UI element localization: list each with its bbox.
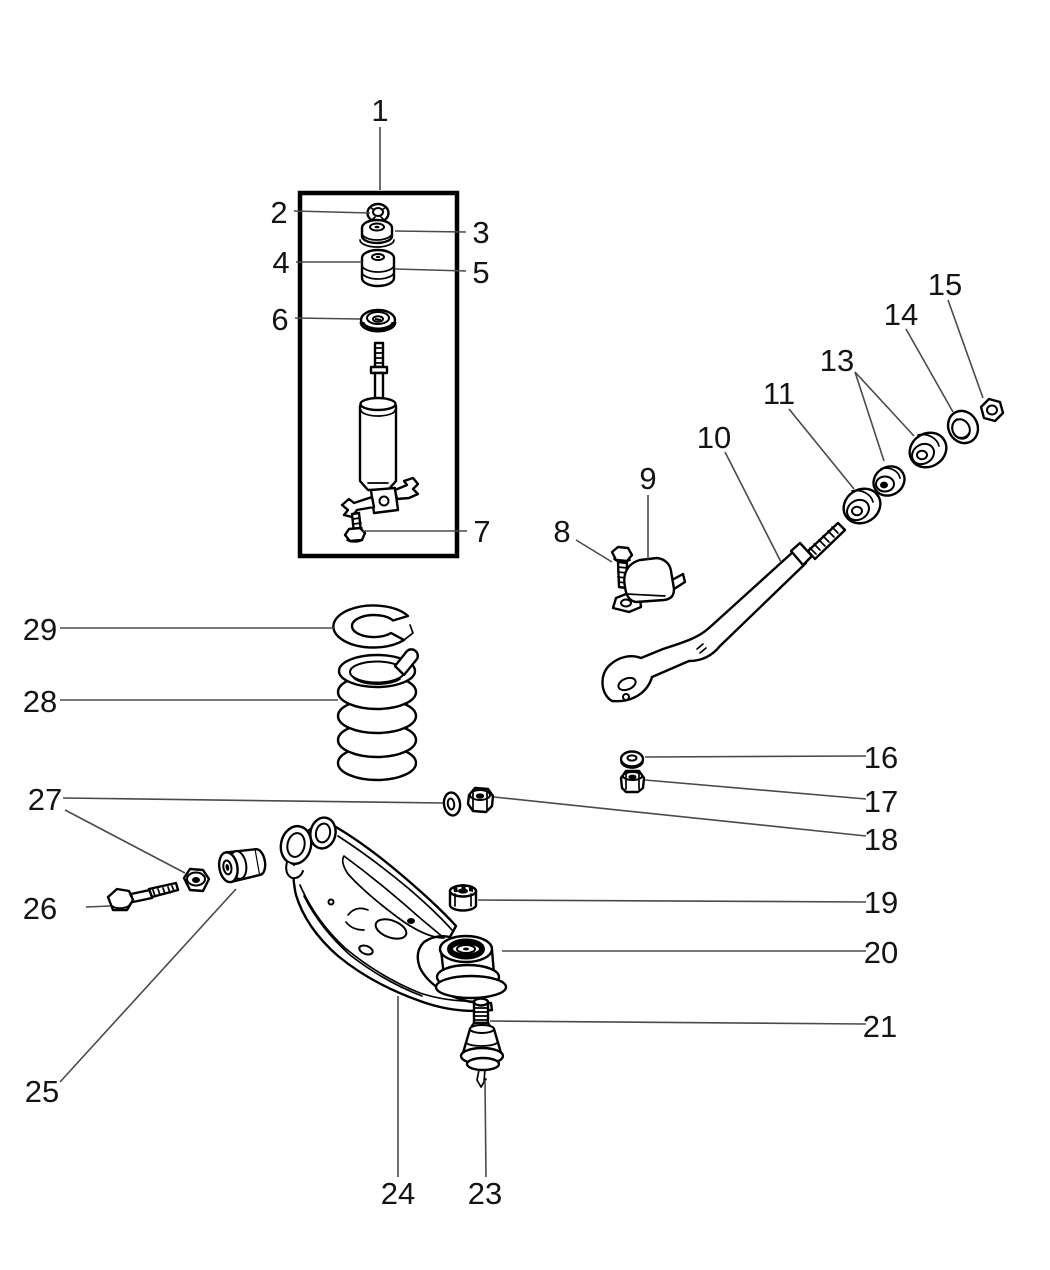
callout-label-4: 4 [272,245,289,280]
callout-label-3: 3 [472,215,489,250]
upper-bushing [360,248,396,288]
leader-line-19 [477,899,867,903]
callout-label-18: 18 [864,822,898,857]
callout-label-26: 26 [23,891,57,926]
callout-label-6: 6 [271,302,288,337]
strut-rod-bushing-front [842,487,882,525]
strut-rod-bracket [611,556,687,614]
leader-line-27-2 [64,809,186,874]
callout-label-19: 19 [864,885,898,920]
pivot-bolt [106,881,180,912]
callout-label-24: 24 [381,1176,415,1211]
leader-line-3 [394,230,467,233]
callout-label-2: 2 [270,195,287,230]
leader-line-27-1 [62,797,444,804]
leader-line-13-1 [854,371,885,462]
callout-label-5: 5 [472,255,489,290]
leader-line-23 [484,1079,487,1178]
ball-joint-nut [619,769,646,794]
leader-line-18 [493,796,867,837]
leader-line-10 [724,451,782,563]
ball-joint-washer [619,750,645,769]
callout-label-8: 8 [553,514,570,549]
strut-rod-nut [979,397,1005,423]
shock-absorber [340,341,420,519]
leader-line-16 [644,755,867,758]
strut-rod-washer [946,409,980,445]
callout-label-16: 16 [864,740,898,775]
pivot-bolt-nut [182,867,211,893]
control-arm-bushing [217,848,267,884]
pivot-nut [466,786,495,814]
leader-line-11 [788,408,855,490]
callout-label-25: 25 [25,1074,59,1109]
leader-line-25 [59,888,237,1083]
callout-label-9: 9 [639,461,656,496]
shock-kit-box [297,190,460,559]
coil-spring [336,648,419,782]
leader-line-17 [644,779,867,800]
lower-control-arm [279,816,494,1013]
leader-line-15 [947,299,984,399]
callout-label-27: 27 [28,782,62,817]
strut-rod-bushing-small [872,465,906,497]
leader-line-26 [85,905,111,908]
callout-label-10: 10 [697,420,731,455]
leader-line-8 [575,539,613,563]
leader-line-13-2 [854,371,915,437]
callout-label-1: 1 [371,93,388,128]
leader-line-2 [293,210,371,214]
callout-label-20: 20 [864,935,898,970]
callout-label-28: 28 [23,684,57,719]
cup-washer [359,308,397,333]
leader-line-21 [489,1020,867,1025]
callout-label-23: 23 [468,1176,502,1211]
spring-isolator [332,604,414,649]
callout-label-17: 17 [864,784,898,819]
callout-label-21: 21 [863,1009,897,1044]
callout-label-15: 15 [928,267,962,302]
strut-rod-bushing-rear [908,431,948,469]
pivot-washer [442,791,462,817]
leader-line-6 [294,317,361,320]
bushing-retainer [359,218,395,248]
callout-label-14: 14 [884,297,918,332]
ball-joint [459,997,505,1088]
strut-rod [601,521,847,703]
leader-line-5 [394,268,467,272]
arm-bushing-assembly [434,934,508,1000]
callout-label-7: 7 [473,514,490,549]
callout-label-11: 11 [763,376,795,411]
shock-mount-bolt [343,511,367,543]
callout-label-13: 13 [820,343,854,378]
callout-label-29: 29 [23,612,57,647]
leader-line-14 [905,328,954,413]
castle-nut [448,884,478,912]
